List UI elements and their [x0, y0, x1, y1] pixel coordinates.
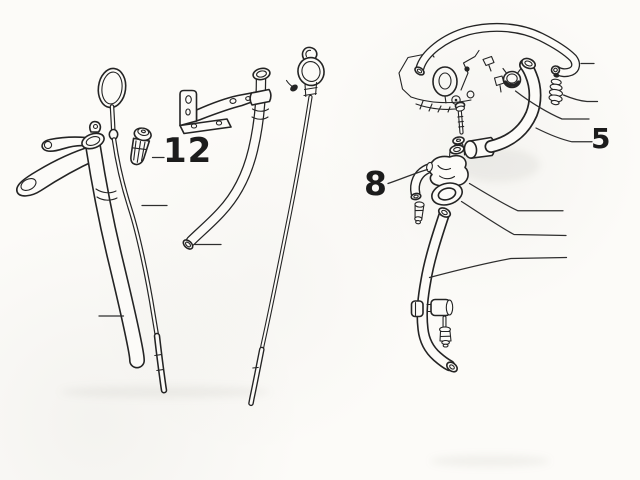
leader-lines-right [387, 90, 599, 279]
leader-line [562, 94, 599, 103]
dipstick-guide-tube [81, 132, 145, 369]
leader-line [460, 200, 567, 237]
leader-line [428, 256, 568, 279]
breather-hose-top [414, 22, 581, 78]
leader-line [468, 182, 564, 212]
callout-label-5: 5 [591, 122, 612, 155]
callout-label-12: 12 [163, 131, 213, 171]
leader-line [514, 90, 590, 120]
breather-hose-main [463, 57, 542, 159]
engine-bracket [15, 120, 102, 197]
hose-clamp-and-bolt [410, 298, 454, 348]
support-bracket [179, 89, 261, 135]
breather-valve [426, 144, 469, 187]
callout-label-8: 8 [364, 164, 388, 203]
cylinder-head-sketch [398, 49, 505, 113]
seal-spring [548, 73, 564, 106]
blanking-plug-12 [130, 127, 152, 166]
filler-cap [502, 67, 522, 89]
leader-line-from-8 [387, 168, 429, 185]
leader-line-to-5 [535, 127, 593, 143]
left-assembly [15, 67, 168, 394]
oil-dipstick-short [248, 46, 325, 407]
oil-dipstick-long [97, 67, 168, 394]
hose-nipple [414, 201, 425, 225]
vent-hose-lower [416, 207, 458, 373]
right-assembly [387, 22, 599, 373]
sealing-ring [431, 182, 463, 206]
scan-smudge [430, 455, 550, 467]
middle-assembly [179, 46, 325, 407]
bracket-clamp-band [249, 88, 272, 106]
dipstick-tube-curved [182, 67, 272, 250]
leader-lines-left [98, 156, 168, 317]
